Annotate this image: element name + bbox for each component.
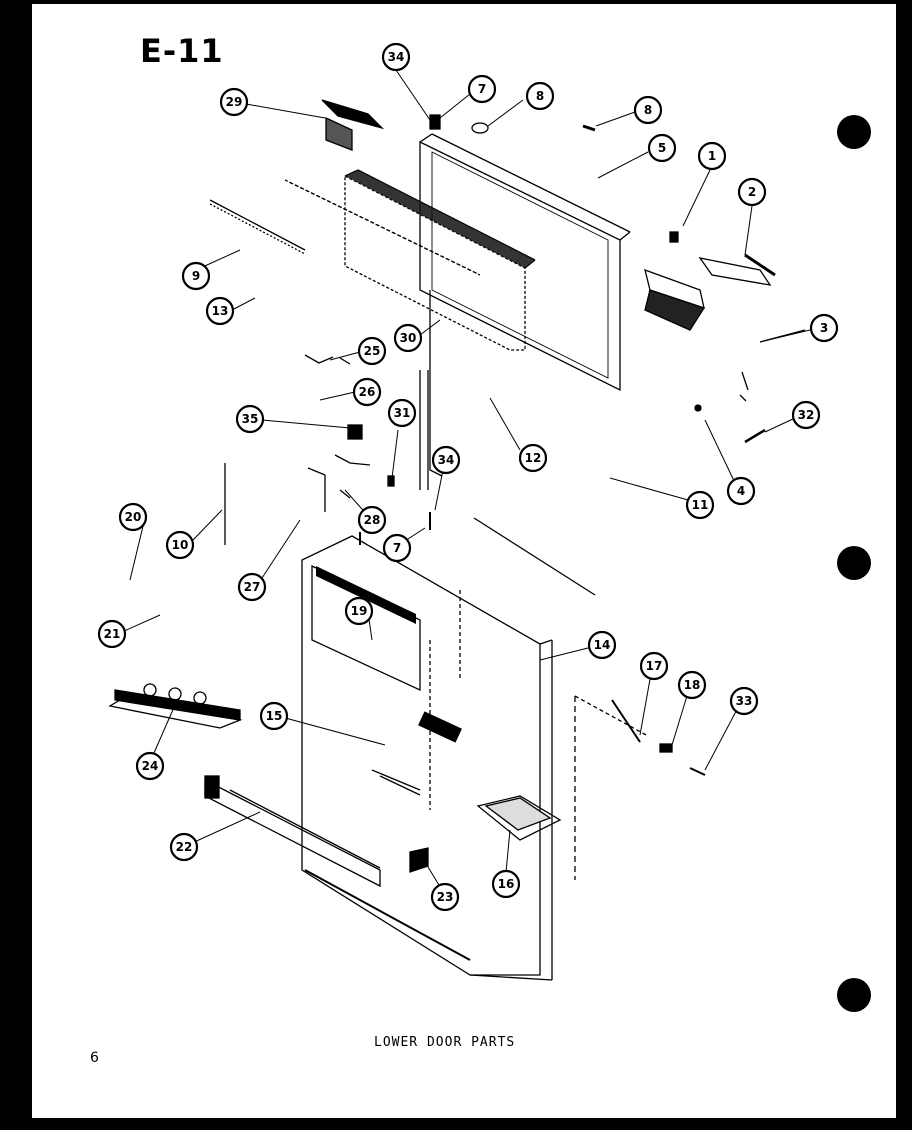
callout-34-top: 34: [381, 42, 411, 72]
bottom-rail: [204, 775, 381, 888]
svg-text:34: 34: [388, 50, 405, 64]
callout-15: 15: [259, 701, 289, 731]
svg-text:4: 4: [737, 484, 745, 498]
callout-14: 14: [587, 630, 617, 660]
callout-28: 28: [357, 505, 387, 535]
callout-11: 11: [685, 490, 715, 520]
svg-text:19: 19: [351, 604, 368, 618]
callout-34-middle: 34: [431, 445, 461, 475]
callout-18: 18: [677, 670, 707, 700]
rod-and-spring: [574, 695, 706, 880]
svg-text:1: 1: [708, 149, 716, 163]
svg-text:3: 3: [820, 321, 828, 335]
svg-text:28: 28: [364, 513, 381, 527]
svg-text:35: 35: [242, 412, 259, 426]
left-shelf-bracket: [108, 683, 243, 729]
svg-text:26: 26: [359, 385, 376, 399]
svg-text:9: 9: [192, 269, 200, 283]
callout-3: 3: [809, 313, 839, 343]
callout-2: 2: [737, 177, 767, 207]
callout-8-a: 8: [525, 81, 555, 111]
svg-text:15: 15: [266, 709, 283, 723]
callout-7-top: 7: [467, 74, 497, 104]
callout-35: 35: [235, 404, 265, 434]
svg-text:18: 18: [684, 678, 701, 692]
svg-text:11: 11: [692, 498, 709, 512]
upper-door-frame: [419, 133, 631, 392]
lower-door-panel: [301, 532, 553, 981]
svg-text:17: 17: [646, 659, 663, 673]
svg-text:10: 10: [172, 538, 189, 552]
screws: [429, 114, 766, 444]
svg-text:32: 32: [798, 408, 815, 422]
callout-12: 12: [518, 443, 548, 473]
svg-text:23: 23: [437, 890, 454, 904]
callout-24: 24: [135, 751, 165, 781]
diagram-caption: LOWER DOOR PARTS: [374, 1035, 516, 1050]
leader-lines-upper: [195, 69, 811, 501]
callout-31: 31: [387, 398, 417, 428]
small-clip: [409, 847, 429, 873]
svg-text:7: 7: [393, 541, 401, 555]
callout-16: 16: [491, 869, 521, 899]
callout-32: 32: [791, 400, 821, 430]
svg-text:22: 22: [176, 840, 193, 854]
binder-hole-top: [837, 115, 871, 149]
callout-5: 5: [647, 133, 677, 163]
callout-4: 4: [726, 476, 756, 506]
svg-text:29: 29: [226, 95, 243, 109]
svg-text:25: 25: [364, 344, 381, 358]
middle-hardware: [224, 290, 596, 596]
page-number: 6: [90, 1050, 99, 1066]
callout-19: 19: [344, 596, 374, 626]
callout-9: 9: [181, 261, 211, 291]
svg-text:2: 2: [748, 185, 756, 199]
callout-13: 13: [205, 296, 235, 326]
svg-text:8: 8: [536, 89, 544, 103]
callout-8-b: 8: [633, 95, 663, 125]
svg-text:30: 30: [400, 331, 417, 345]
callout-22: 22: [169, 832, 199, 862]
binder-hole-bottom: [837, 978, 871, 1012]
svg-text:5: 5: [658, 141, 666, 155]
callout-25: 25: [357, 336, 387, 366]
callout-17: 17: [639, 651, 669, 681]
callout-30: 30: [393, 323, 423, 353]
svg-text:12: 12: [525, 451, 542, 465]
callout-1: 1: [697, 141, 727, 171]
callout-20: 20: [118, 502, 148, 532]
callout-29: 29: [219, 87, 249, 117]
callout-23: 23: [430, 882, 460, 912]
insulation-block: [344, 169, 536, 351]
callout-7-middle: 7: [382, 533, 412, 563]
svg-text:24: 24: [142, 759, 159, 773]
callout-21: 21: [97, 619, 127, 649]
svg-text:16: 16: [498, 877, 515, 891]
hinge-assembly: [644, 253, 806, 402]
svg-text:8: 8: [644, 103, 652, 117]
gasket-strips: [209, 179, 481, 276]
svg-text:13: 13: [212, 304, 229, 318]
top-handle-piece: [321, 99, 385, 151]
callout-27: 27: [237, 572, 267, 602]
callout-10: 10: [165, 530, 195, 560]
page-title: E-11: [140, 32, 224, 70]
svg-text:33: 33: [736, 694, 753, 708]
dispenser-paddle: [476, 795, 562, 841]
svg-text:20: 20: [125, 510, 142, 524]
callout-33: 33: [729, 686, 759, 716]
svg-text:34: 34: [438, 453, 455, 467]
svg-text:21: 21: [104, 627, 121, 641]
svg-text:7: 7: [478, 82, 486, 96]
svg-text:14: 14: [594, 638, 611, 652]
svg-text:27: 27: [244, 580, 261, 594]
callout-26: 26: [352, 377, 382, 407]
svg-text:31: 31: [394, 406, 411, 420]
binder-hole-middle: [837, 546, 871, 580]
